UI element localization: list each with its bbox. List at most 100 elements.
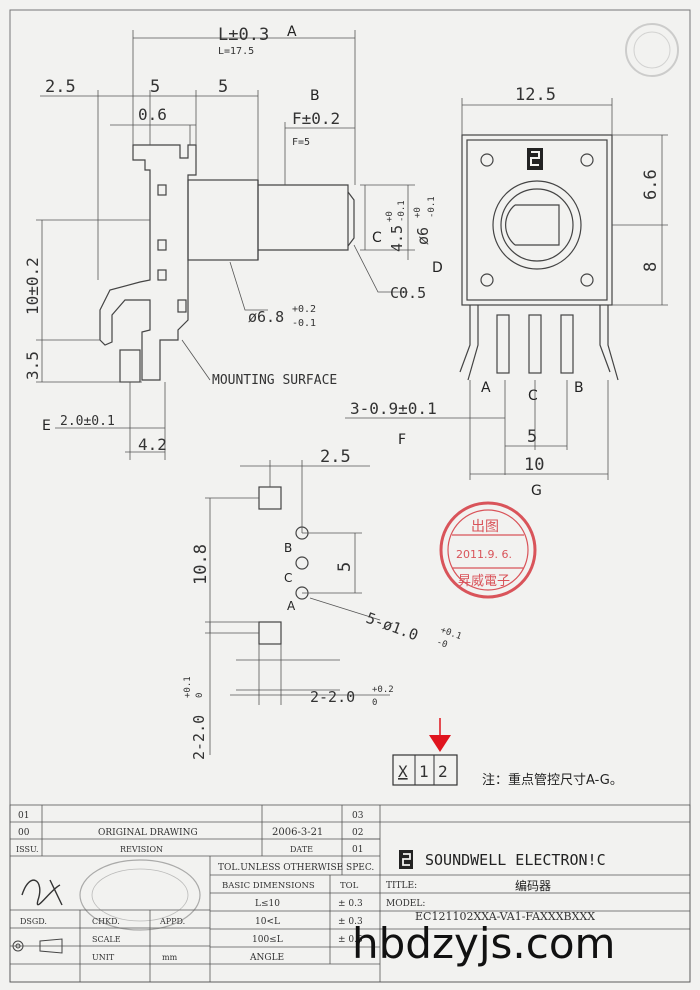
pcb-slot-h: 2-2.0: [190, 715, 208, 760]
dim-2-0: 2.0±0.1: [60, 414, 115, 429]
tol-header-tol: TOL: [340, 881, 359, 891]
rev-header-date: DATE: [290, 845, 313, 854]
projection-symbol: [12, 938, 63, 954]
side-dim-lines: [36, 30, 415, 460]
rev-row-00-date: 2006-3-21: [272, 827, 323, 838]
tol-row-2-dim: 10<L: [255, 917, 280, 927]
tol-header-dim: BASIC DIMENSIONS: [222, 881, 315, 891]
label-unit-val: mm: [162, 953, 178, 962]
label-unit: UNIT: [92, 953, 115, 962]
stamp-date: 2011.9. 6.: [456, 548, 512, 561]
label-chkd: CHKD.: [92, 917, 120, 926]
x12-2: 2: [438, 762, 448, 781]
hole-C: C: [284, 571, 292, 585]
label-dsgd: DSGD.: [20, 917, 47, 926]
dim-dia-6-tol-dn: -0.1: [427, 196, 437, 218]
dim-pitch: 3-0.9±0.1: [350, 399, 437, 418]
tol-row-3-dim: 100≤L: [252, 935, 283, 945]
right-num-03: 03: [352, 811, 364, 821]
dim-8: 8: [641, 262, 661, 272]
approval-stamp-faded: [79, 859, 201, 931]
x12-x: X: [398, 762, 408, 781]
label-title: TITLE:: [386, 881, 417, 891]
marker-F: F: [398, 432, 406, 448]
tol-title: TOL.UNLESS OTHERWISE SPEC.: [218, 863, 374, 873]
pcb-dim-lines: [205, 460, 390, 755]
company-logo: [399, 850, 413, 869]
tol-row-3-tol: ± 0.5: [338, 935, 363, 945]
pcb-slot-h-tol-dn: 0: [195, 693, 205, 698]
front-dim-text: 12.5 6.6 8 A C B 3-0.9±0.1 F 5 10 G: [350, 85, 661, 499]
marker-E: E: [42, 418, 51, 434]
pcb-layout: [258, 486, 309, 645]
dim-4-5-tol-dn: -0.1: [397, 200, 407, 222]
pin-C: C: [528, 388, 538, 404]
rev-row-00-desc: ORIGINAL DRAWING: [98, 828, 198, 838]
dim-5a: 5: [150, 77, 160, 97]
tol-row-1-dim: L≤10: [255, 899, 280, 909]
pcb-slot-w-tol-up: +0.2: [372, 685, 394, 695]
pcb-slot-w-tol-dn: 0: [372, 698, 377, 708]
side-view: [99, 144, 355, 383]
signature: [21, 879, 63, 906]
marker-G: G: [531, 483, 542, 499]
red-arrow: [429, 718, 451, 752]
dim-dia-6-8-tol-dn: -0.1: [292, 318, 316, 329]
front-view: [459, 134, 619, 381]
watermark: hbdzyjs.com: [352, 919, 615, 968]
dim-5b: 5: [218, 77, 228, 97]
corner-stamp: [625, 23, 679, 77]
hole-A: A: [287, 599, 296, 613]
pcb-dim-10-8: 10.8: [191, 544, 211, 585]
right-num-02: 02: [352, 828, 363, 838]
label-scale: SCALE: [92, 935, 121, 944]
dim-2-5: 2.5: [45, 77, 76, 97]
title-block-text: 01 00 ORIGINAL DRAWING 2006-3-21 ISSU. R…: [16, 811, 606, 963]
marker-B: B: [310, 88, 320, 104]
company-name: SOUNDWELL ELECTRON!C: [425, 851, 606, 869]
label-model: MODEL:: [386, 899, 425, 909]
dim-dia-6-tol-up: +0: [413, 207, 423, 218]
label-appd: APPD.: [159, 917, 185, 926]
dim-dia-6: ø6: [414, 227, 432, 245]
pin-B: B: [574, 380, 584, 396]
pcb-dim-2-5: 2.5: [320, 447, 351, 467]
pin-A: A: [481, 380, 491, 396]
front-logo: [527, 148, 543, 170]
model-value: EC121102XXA-VA1-FAXXXBXXX: [415, 910, 595, 923]
rev-row-01-no: 01: [18, 811, 29, 821]
dim-0-6: 0.6: [138, 105, 167, 124]
stamp-top: 出图: [471, 519, 499, 535]
dim-dia-6-8: ø6.8: [248, 308, 284, 326]
dim-3-5: 3.5: [23, 351, 42, 380]
dim-5-front: 5: [527, 427, 537, 447]
dim-L: L±0.3: [218, 25, 269, 45]
dim-F-value: F=5: [292, 137, 310, 148]
title-value: 编码器: [515, 878, 551, 893]
angle-label: ANGLE: [249, 953, 284, 963]
stamp-bottom: 昇威電子: [458, 574, 510, 589]
x12-box: X 1 2: [392, 754, 458, 786]
side-dim-text: L±0.3 L=17.5 A 2.5 5 5 0.6 B F±0.2 F=5 1…: [23, 24, 443, 454]
rev-header-revision: REVISION: [120, 845, 163, 854]
rev-header-issu: ISSU.: [16, 845, 39, 854]
dim-F: F±0.2: [292, 109, 340, 128]
pcb-slot-h-tol-up: +0.1: [183, 676, 193, 698]
hole-B: B: [284, 541, 292, 555]
dim-12-5: 12.5: [515, 85, 556, 105]
pcb-holes-tol-dn: -0: [435, 637, 449, 650]
right-num-01: 01: [352, 845, 363, 855]
dim-4-5-tol-up: +0: [385, 211, 395, 222]
dim-10: 10±0.2: [23, 257, 42, 315]
pcb-dim-text: 2.5 10.8 5 B C A 5-ø1.0 +0.1 -0 2-2.0 +0…: [183, 447, 463, 760]
tol-row-2-tol: ± 0.3: [338, 917, 363, 927]
release-stamp: 出图 2011.9. 6. 昇威電子: [439, 501, 537, 599]
pcb-slot-w: 2-2.0: [310, 688, 355, 706]
title-block-grid: [9, 804, 691, 983]
marker-C: C: [372, 230, 382, 246]
dim-dia-6-8-tol-up: +0.2: [292, 304, 316, 315]
note-text: 注：重点管控尺寸A-G。: [482, 772, 623, 788]
pcb-dim-5: 5: [335, 562, 355, 572]
dim-6-6: 6.6: [641, 169, 661, 200]
